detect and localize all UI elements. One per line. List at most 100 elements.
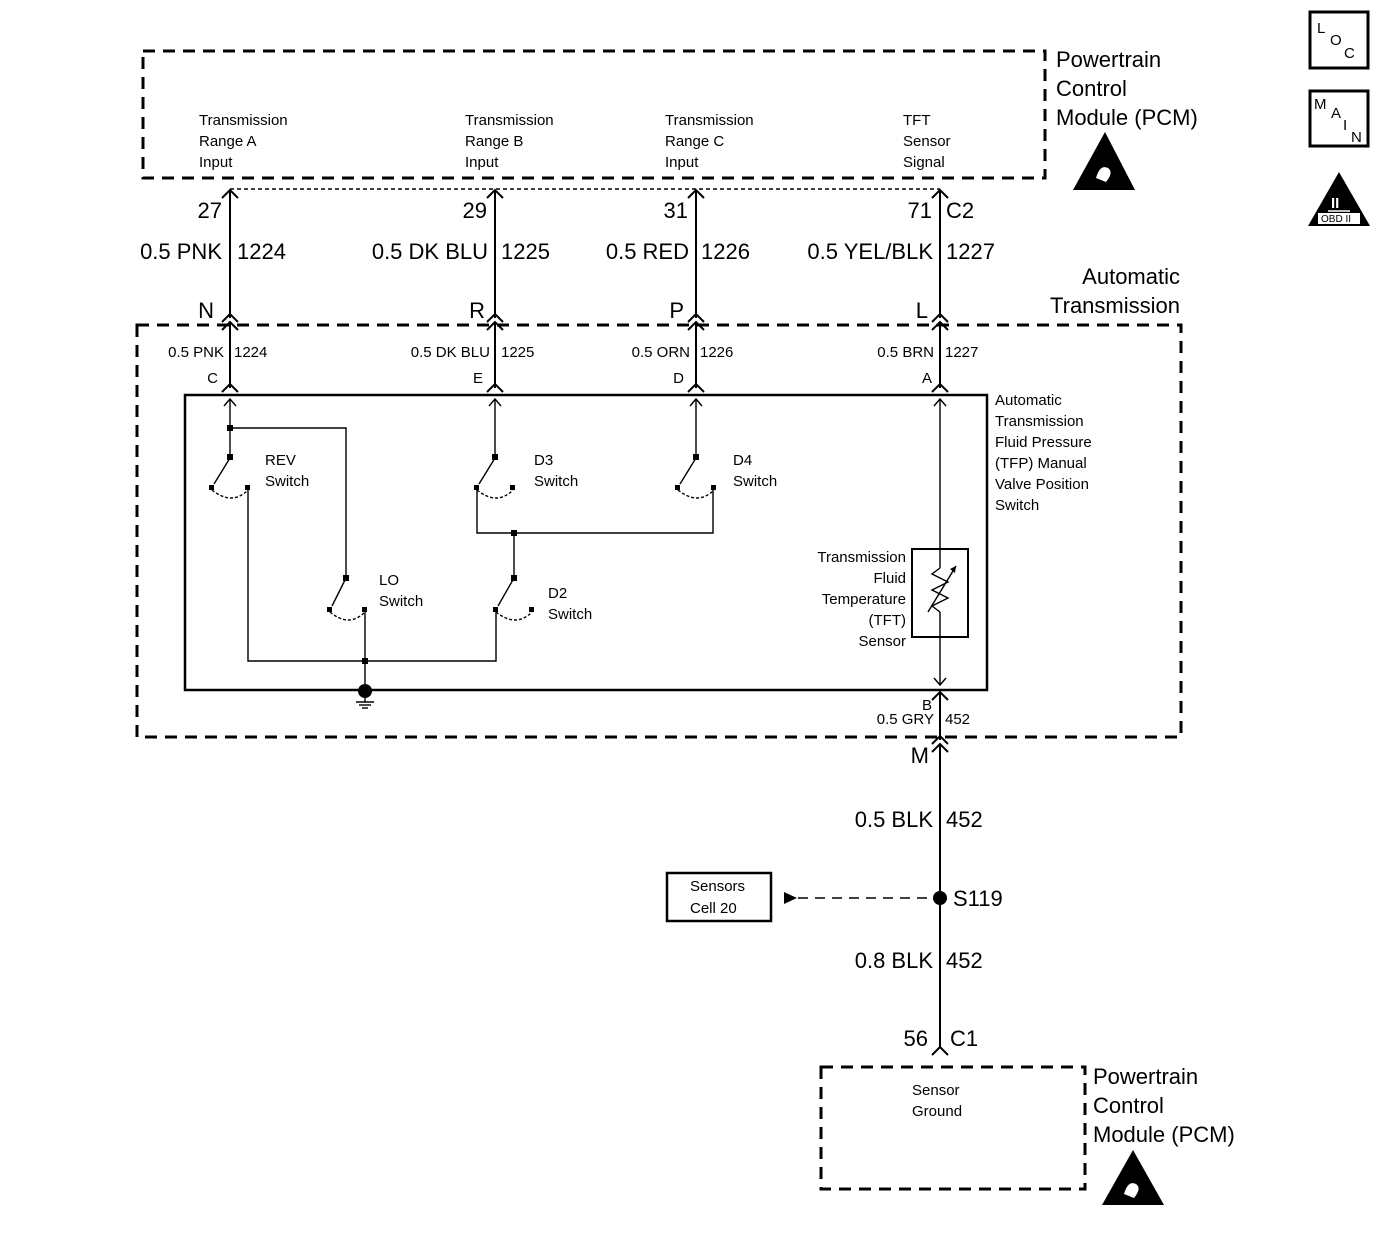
svg-text:Sensor: Sensor — [858, 633, 906, 650]
wire-1224-color: 0.5 PNK — [140, 239, 222, 264]
svg-text:D4: D4 — [733, 452, 752, 469]
pcm-input-c-3: Input — [665, 154, 699, 171]
svg-text:Transmission: Transmission — [995, 413, 1084, 430]
svg-text:B: B — [922, 697, 932, 714]
sensor-ground-label-1: Sensor — [912, 1082, 960, 1099]
wire-1225: 29 0.5 DK BLU 1225 R — [372, 188, 550, 323]
svg-text:A: A — [1331, 105, 1341, 122]
wire-1225-color: 0.5 DK BLU — [372, 239, 488, 264]
svg-text:Control: Control — [1093, 1093, 1164, 1118]
svg-text:D: D — [673, 370, 684, 387]
tfp-switch-label: Automatic Transmission Fluid Pressure (T… — [995, 392, 1092, 514]
pcm-input-b-1: Transmission — [465, 112, 554, 129]
svg-text:Module (PCM): Module (PCM) — [1093, 1122, 1235, 1147]
svg-text:Switch: Switch — [265, 473, 309, 490]
wire-1226-circuit: 1226 — [701, 239, 750, 264]
svg-text:Switch: Switch — [995, 497, 1039, 514]
svg-text:Valve Position: Valve Position — [995, 476, 1089, 493]
svg-text:0.8 BLK: 0.8 BLK — [855, 948, 934, 973]
pin-27: 27 — [198, 198, 222, 223]
svg-text:E: E — [473, 370, 483, 387]
pcm-input-b-2: Range B — [465, 133, 523, 150]
transmission-title-1: Automatic — [1082, 264, 1180, 289]
svg-text:OBD II: OBD II — [1321, 214, 1351, 225]
pin-l: L — [916, 298, 928, 323]
lo-switch: LO Switch — [327, 572, 423, 621]
wire-1227: 71 C2 0.5 YEL/BLK 1227 L — [807, 188, 995, 323]
svg-text:1227: 1227 — [945, 344, 978, 361]
pcm-top-box — [141, 49, 1047, 180]
pin-31: 31 — [664, 198, 688, 223]
pcm-input-a-2: Range A — [199, 133, 257, 150]
svg-text:Sensors: Sensors — [690, 878, 745, 895]
rev-switch: REV Switch — [209, 400, 309, 499]
tfp-switch-box — [183, 393, 989, 692]
svg-text:0.5 ORN: 0.5 ORN — [632, 344, 690, 361]
connector-c2: C2 — [946, 198, 974, 223]
d3-switch: D3 Switch — [474, 400, 578, 499]
pcm-input-tft-3: Signal — [903, 154, 945, 171]
tft-sensor — [911, 548, 969, 638]
pcm-top-title: Powertrain Control Module (PCM) — [1056, 47, 1198, 130]
svg-text:Switch: Switch — [733, 473, 777, 490]
svg-text:N: N — [1351, 129, 1362, 146]
pcm-input-tft-2: Sensor — [903, 133, 951, 150]
svg-text:(TFT): (TFT) — [869, 612, 906, 629]
pin-r: R — [469, 298, 485, 323]
svg-text:1226: 1226 — [700, 344, 733, 361]
loc-icon: L O C — [1308, 10, 1370, 70]
wire-1227-color: 0.5 YEL/BLK — [807, 239, 933, 264]
svg-text:Switch: Switch — [534, 473, 578, 490]
svg-text:0.5 DK BLU: 0.5 DK BLU — [411, 344, 490, 361]
internal-wire-1226: 0.5 ORN 1226 D — [632, 320, 733, 393]
internal-wire-1227: 0.5 BRN 1227 A — [877, 320, 978, 393]
svg-text:Switch: Switch — [548, 606, 592, 623]
wire-1226-color: 0.5 RED — [606, 239, 689, 264]
wire-1224-circuit: 1224 — [237, 239, 286, 264]
pin-m: M — [911, 743, 929, 768]
svg-text:II: II — [1331, 195, 1339, 212]
ground-wire: M 0.5 BLK 452 0.8 BLK 452 56 C1 — [855, 742, 983, 1056]
svg-text:D2: D2 — [548, 585, 567, 602]
svg-text:O: O — [1330, 32, 1342, 49]
svg-text:1225: 1225 — [501, 344, 534, 361]
svg-text:Temperature: Temperature — [822, 591, 906, 608]
sensors-cell-ref[interactable]: Sensors Cell 20 — [665, 871, 773, 923]
pcm-input-tft-1: TFT — [903, 112, 931, 129]
ground-symbol — [356, 684, 374, 709]
pcm-input-c-2: Range C — [665, 133, 724, 150]
pcm-input-a-3: Input — [199, 154, 233, 171]
svg-text:Powertrain: Powertrain — [1093, 1064, 1198, 1089]
pcm-input-c-1: Transmission — [665, 112, 754, 129]
pcm-top-title-1: Powertrain — [1056, 47, 1161, 72]
svg-text:(TFP) Manual: (TFP) Manual — [995, 455, 1087, 472]
svg-text:Automatic: Automatic — [995, 392, 1062, 409]
svg-text:Switch: Switch — [379, 593, 423, 610]
d2-switch: D2 Switch — [493, 575, 592, 623]
esd-icon — [1073, 132, 1135, 190]
svg-text:Cell 20: Cell 20 — [690, 900, 737, 917]
svg-text:0.5 GRY: 0.5 GRY — [877, 711, 934, 728]
svg-text:C: C — [207, 370, 218, 387]
internal-wire-1224: 0.5 PNK 1224 C — [168, 320, 267, 393]
pcm-top-title-3: Module (PCM) — [1056, 105, 1198, 130]
svg-text:0.5 PNK: 0.5 PNK — [168, 344, 224, 361]
transmission-title-2: Transmission — [1050, 293, 1180, 318]
pcm-bottom-title: Powertrain Control Module (PCM) — [1093, 1064, 1235, 1147]
connector-c1: C1 — [950, 1026, 978, 1051]
internal-wire-452: B 0.5 GRY 452 — [877, 690, 970, 745]
pcm-input-b-3: Input — [465, 154, 499, 171]
svg-text:0.5 BLK: 0.5 BLK — [855, 807, 934, 832]
pin-29: 29 — [463, 198, 487, 223]
svg-text:1224: 1224 — [234, 344, 267, 361]
main-icon: M A I N — [1308, 89, 1370, 148]
svg-text:452: 452 — [946, 948, 983, 973]
svg-text:D3: D3 — [534, 452, 553, 469]
tft-sensor-label: Transmission Fluid Temperature (TFT) Sen… — [817, 549, 906, 650]
d4-switch: D4 Switch — [675, 400, 777, 499]
esd-icon — [1102, 1150, 1164, 1205]
wire-1224: 27 0.5 PNK 1224 N — [140, 188, 286, 323]
obd-ii-icon: II OBD II — [1308, 172, 1370, 226]
svg-text:L: L — [1317, 20, 1325, 37]
